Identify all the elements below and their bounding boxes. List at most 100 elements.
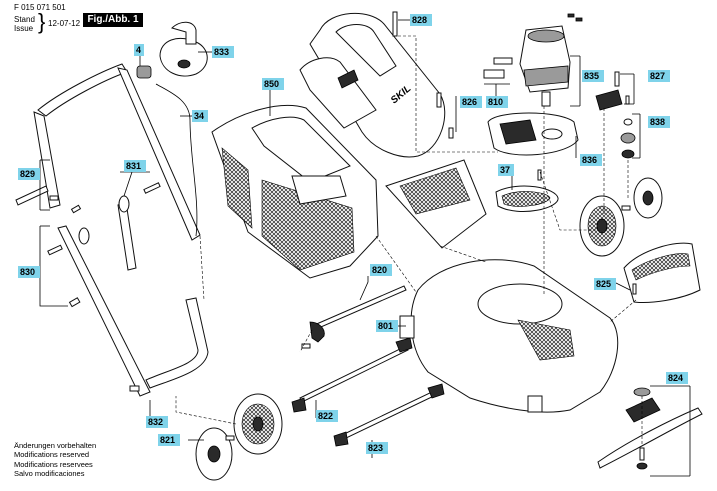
deck-motor-well xyxy=(477,283,563,325)
bolt-a xyxy=(70,204,82,214)
deck-801 xyxy=(385,159,619,413)
flap-ribs xyxy=(631,253,691,281)
label-37: 37 xyxy=(498,164,514,176)
label-838: 838 xyxy=(648,116,670,128)
hubcap-right-center xyxy=(642,190,654,206)
switch-box-833 xyxy=(159,38,208,77)
blade xyxy=(597,407,703,469)
handle-middle-bar xyxy=(117,201,137,271)
svg-text:827: 827 xyxy=(650,71,665,81)
grass-box-opening xyxy=(291,175,347,205)
svg-text:835: 835 xyxy=(584,71,599,81)
nut-830 xyxy=(68,297,81,308)
label-835: 835 xyxy=(582,70,604,82)
cable-34 xyxy=(155,83,198,237)
issue-date: 12-07-12 xyxy=(48,19,81,28)
axles xyxy=(291,285,445,447)
deck-bracket xyxy=(399,315,415,339)
spring-823b xyxy=(333,431,349,447)
svg-text:836: 836 xyxy=(582,155,597,165)
terminal-810b xyxy=(493,57,513,65)
motor-shaft xyxy=(541,91,551,107)
cover-latch xyxy=(337,69,359,89)
knob-829 xyxy=(15,185,49,206)
label-831: 831 xyxy=(124,160,146,172)
note-fr: Modifications reservees xyxy=(14,459,93,469)
clip-832 xyxy=(129,385,140,392)
spring-822b xyxy=(291,397,307,413)
label-830: 830 xyxy=(18,266,40,278)
bracket-830 xyxy=(39,226,68,307)
top-panel-vents xyxy=(399,167,471,215)
cover-lower xyxy=(299,57,377,129)
bolt-830 xyxy=(47,244,63,256)
cover-handle xyxy=(335,24,397,77)
switch-assembly xyxy=(136,21,208,237)
deck-ribs xyxy=(517,319,575,361)
washer-838b xyxy=(621,149,635,159)
label-801: 801 xyxy=(376,320,398,332)
leader-820 xyxy=(359,276,369,301)
front-wheel-bolt xyxy=(225,435,235,441)
cover-assembly: SKIL xyxy=(299,11,454,158)
carbon-brush-a xyxy=(567,13,575,18)
handle-left-lower xyxy=(57,225,151,397)
height-adjust-assembly xyxy=(595,71,636,159)
axle-823 xyxy=(339,389,439,441)
label-826: 826 xyxy=(460,96,482,108)
spring-823a xyxy=(427,383,445,399)
label-832: 832 xyxy=(146,416,168,428)
svg-text:826: 826 xyxy=(462,97,477,107)
handle-right-upper xyxy=(117,67,201,241)
svg-text:829: 829 xyxy=(20,169,35,179)
svg-text:838: 838 xyxy=(650,117,665,127)
handle-right-lower xyxy=(145,297,209,389)
svg-text:34: 34 xyxy=(194,111,204,121)
svg-text:820: 820 xyxy=(372,265,387,275)
motor-windings xyxy=(523,65,569,87)
screw-826 xyxy=(436,92,442,108)
svg-text:822: 822 xyxy=(318,411,333,421)
switch-lever xyxy=(171,21,197,45)
label-824: 824 xyxy=(666,372,688,384)
rear-wheel-hub xyxy=(596,218,608,234)
nut-829 xyxy=(49,195,59,201)
lever-827 xyxy=(595,89,623,111)
fan-hub xyxy=(633,387,651,397)
pin-820 xyxy=(301,343,311,349)
pin-827 xyxy=(625,95,630,105)
flap-screw xyxy=(632,283,637,295)
motor-plate-hub xyxy=(541,128,563,140)
label-850: 850 xyxy=(262,78,284,90)
spring-822a xyxy=(395,337,413,353)
belt-teeth xyxy=(501,191,551,207)
svg-text:801: 801 xyxy=(378,321,393,331)
svg-text:833: 833 xyxy=(214,47,229,57)
label-829: 829 xyxy=(18,168,40,180)
screw-826b xyxy=(448,127,454,139)
axle-822 xyxy=(299,345,409,403)
modification-notes: Änderungen vorbehalten Modifications res… xyxy=(14,441,96,479)
handle-assembly xyxy=(15,63,209,397)
front-wheels-821 xyxy=(195,393,283,481)
screw-836 xyxy=(537,169,542,181)
svg-text:821: 821 xyxy=(160,435,175,445)
label-4: 4 xyxy=(134,44,144,56)
motor-assembly xyxy=(483,13,583,212)
motor-plate-board xyxy=(499,119,537,145)
figure-label: Fig./Abb. 1 xyxy=(83,13,143,27)
blade-holder xyxy=(625,397,661,423)
svg-text:828: 828 xyxy=(412,15,427,25)
rear-flap-825 xyxy=(623,242,701,303)
blade-washer xyxy=(636,462,648,470)
svg-text:832: 832 xyxy=(148,417,163,427)
label-828: 828 xyxy=(410,14,432,26)
deck-rear-bracket xyxy=(527,395,543,413)
clamp-831 xyxy=(118,195,130,213)
washer-838a xyxy=(623,118,633,126)
top-cover xyxy=(309,12,446,158)
deck-shell xyxy=(410,259,619,413)
leader-825 xyxy=(613,281,631,291)
handle-top-bar xyxy=(37,63,128,117)
